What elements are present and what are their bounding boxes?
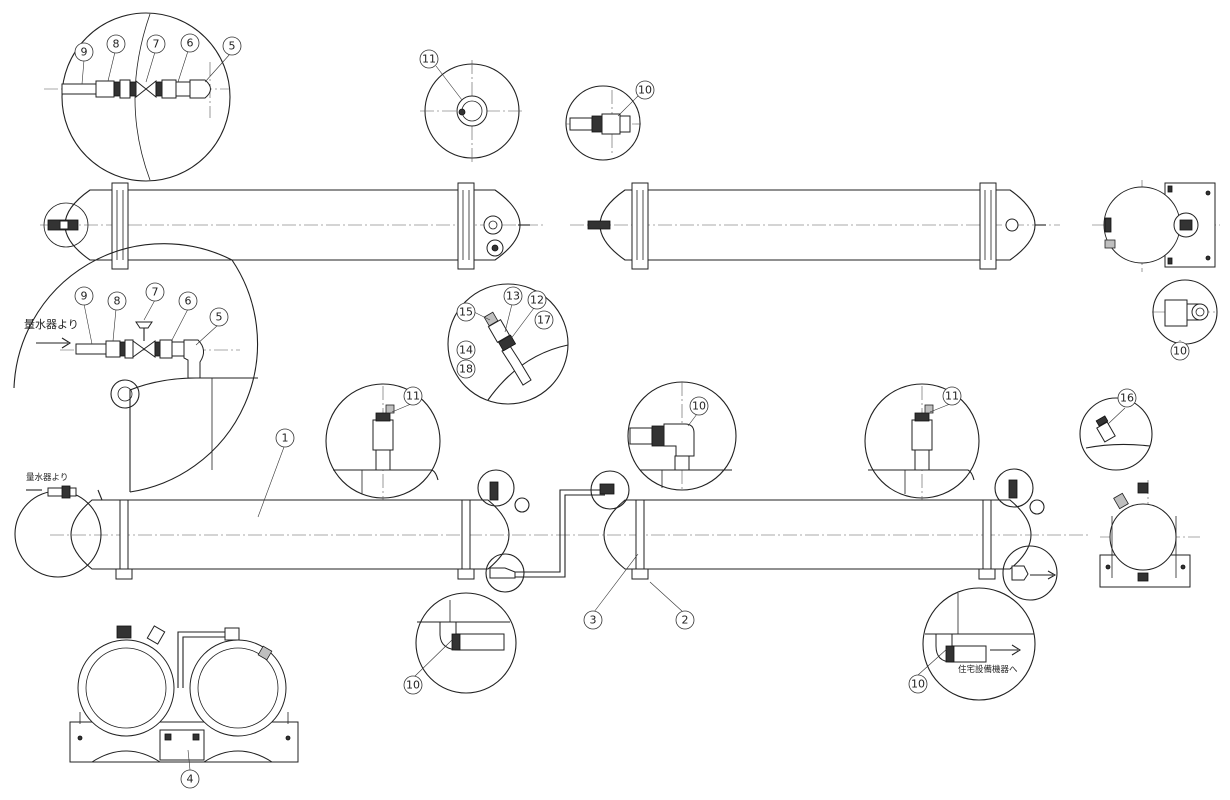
detail-view-air-valve-top: [420, 60, 524, 162]
callout-3: 3: [583, 610, 603, 630]
note-from-meter: 量水器より: [24, 318, 79, 331]
callout-10-mid: 10: [689, 396, 709, 416]
svg-text:3: 3: [590, 614, 597, 627]
svg-text:2: 2: [682, 614, 689, 627]
tank-end-view-top: [1092, 180, 1220, 272]
svg-text:4: 4: [187, 773, 194, 786]
svg-text:8: 8: [113, 38, 120, 51]
svg-text:10: 10: [1173, 345, 1187, 358]
detail-view-inlet-valve: 量水器より: [13, 243, 259, 493]
callout-10-bottom-left: 10: [403, 675, 423, 695]
svg-text:9: 9: [81, 290, 88, 303]
detail-view-air-valve-right: [864, 383, 980, 500]
callout-5-top: 5: [222, 36, 242, 56]
callout-11-top: 11: [419, 49, 439, 69]
callout-5-mid: 5: [209, 307, 229, 327]
svg-text:6: 6: [185, 295, 192, 308]
svg-text:15: 15: [459, 306, 473, 319]
detail-view-elbow-mid: [627, 381, 737, 491]
tank-front-view-pair: [69, 625, 299, 763]
svg-text:11: 11: [422, 53, 436, 66]
callout-1: 1: [275, 428, 295, 448]
tank-elevation-left: 量水器より: [14, 469, 585, 593]
callout-2: 2: [675, 610, 695, 630]
svg-text:9: 9: [81, 46, 88, 59]
callout-10-bottom-right: 10: [908, 674, 928, 694]
callout-8-mid: 8: [107, 291, 127, 311]
svg-text:10: 10: [406, 679, 420, 692]
callout-12: 12: [527, 290, 547, 310]
svg-text:10: 10: [911, 678, 925, 691]
callout-15: 15: [456, 302, 476, 322]
detail-view-relief-valve: [447, 283, 569, 405]
svg-text:12: 12: [530, 294, 544, 307]
detail-view-elbow-top: [565, 85, 641, 161]
callout-11-left: 11: [403, 386, 423, 406]
svg-text:11: 11: [406, 390, 420, 403]
svg-text:1: 1: [282, 432, 289, 445]
callout-9-top: 9: [74, 42, 94, 62]
svg-text:16: 16: [1120, 392, 1134, 405]
callout-10-top: 10: [635, 80, 655, 100]
svg-text:8: 8: [114, 295, 121, 308]
callout-18: 18: [456, 359, 476, 379]
svg-text:5: 5: [229, 40, 236, 53]
svg-text:5: 5: [216, 311, 223, 324]
svg-text:10: 10: [692, 400, 706, 413]
callout-7-top: 7: [146, 34, 166, 54]
callout-6-mid: 6: [178, 291, 198, 311]
svg-text:6: 6: [187, 37, 194, 50]
svg-text:7: 7: [153, 38, 160, 51]
detail-view-elbow-bottom-right: 住宅設備機器へ: [922, 587, 1036, 701]
callout-bubbles: 9 8 7 6 5 11 10 9 8 7 6 5 15 13 12 17 14…: [74, 33, 1190, 789]
callout-7-mid: 7: [145, 282, 165, 302]
detail-view-air-valve-left: [325, 383, 441, 500]
tank-plan-left: [40, 182, 545, 270]
detail-view-elbow-bottom-left: [415, 592, 517, 694]
detail-view-elbow-right: [1152, 279, 1218, 345]
detail-view-plug: [1079, 397, 1153, 471]
callout-4: 4: [180, 769, 200, 789]
svg-text:13: 13: [506, 290, 520, 303]
svg-text:14: 14: [459, 344, 473, 357]
callout-14: 14: [456, 340, 476, 360]
detail-view-valve-top: [44, 12, 231, 182]
svg-text:7: 7: [152, 286, 159, 299]
connecting-pipe: [515, 489, 605, 578]
leader-lines: [81, 50, 1181, 771]
tank-elevation-right: [585, 468, 1090, 601]
svg-text:11: 11: [945, 390, 959, 403]
svg-text:18: 18: [459, 363, 473, 376]
callout-10-right: 10: [1170, 341, 1190, 361]
svg-text:10: 10: [638, 84, 652, 97]
callout-13: 13: [503, 286, 523, 306]
callout-9-mid: 9: [74, 286, 94, 306]
tank-end-view-main: [1099, 480, 1200, 590]
svg-text:17: 17: [537, 314, 551, 327]
callout-11-right: 11: [942, 386, 962, 406]
tank-plan-right: [570, 182, 1060, 270]
callout-8-top: 8: [106, 34, 126, 54]
callout-16: 16: [1117, 388, 1137, 408]
note-to-house: 住宅設備機器へ: [958, 664, 1018, 675]
callout-6-top: 6: [180, 33, 200, 53]
callout-17: 17: [534, 310, 554, 330]
note-from-meter-small: 量水器より: [26, 472, 68, 483]
